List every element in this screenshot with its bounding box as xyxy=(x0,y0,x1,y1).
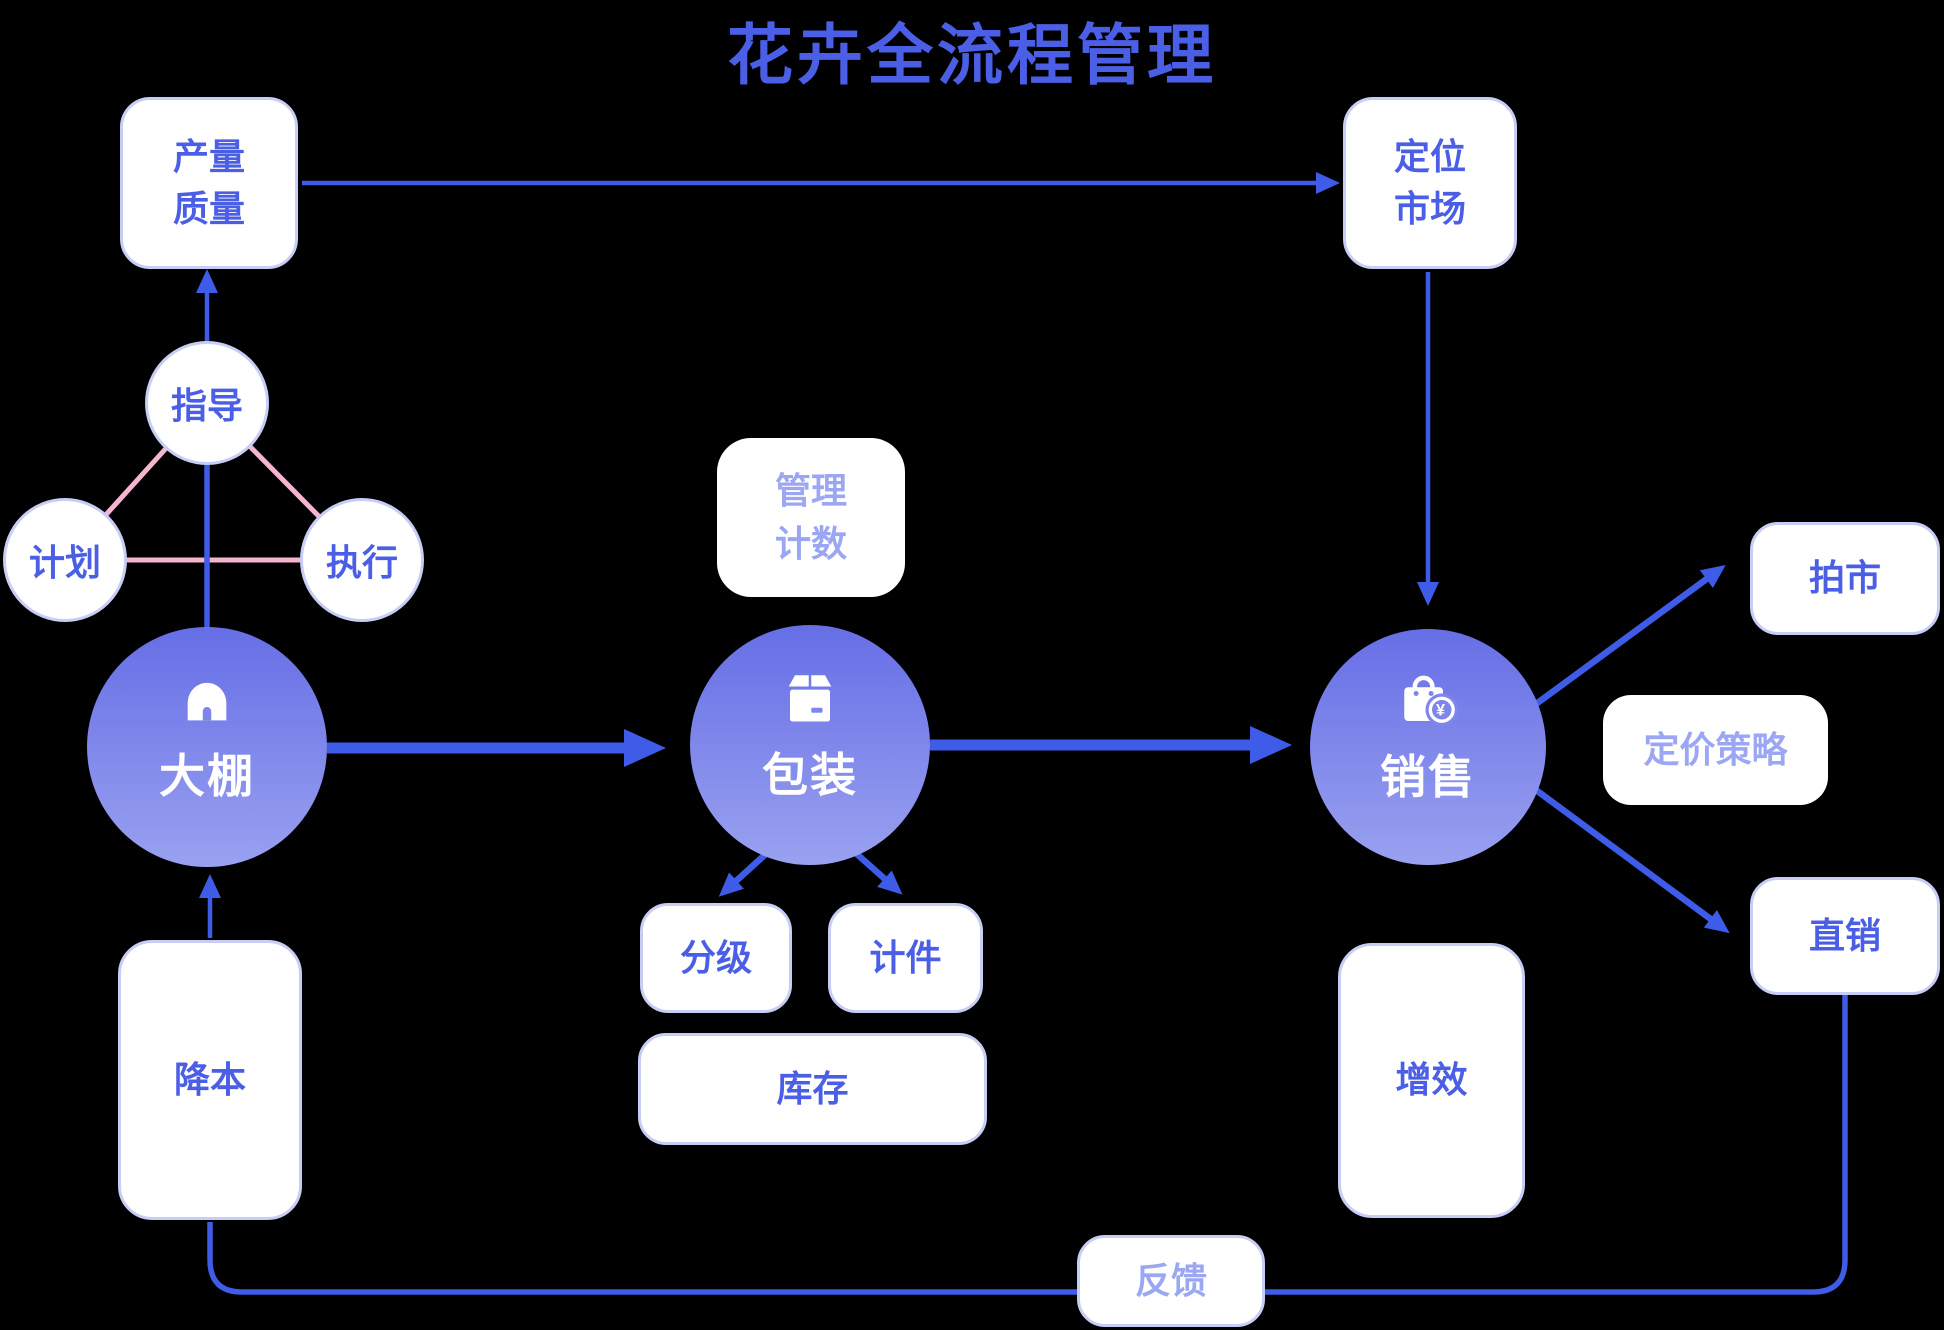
node-direct-sales: 直销 xyxy=(1750,877,1940,995)
greenhouse-icon xyxy=(178,672,236,730)
node-manage-count: 管理 计数 xyxy=(717,438,905,597)
node-execute-label: 执行 xyxy=(325,542,398,583)
node-plan: 计划 xyxy=(3,498,127,622)
node-yield-quality-line1: 产量 xyxy=(172,135,245,177)
node-packaging: 包装 xyxy=(690,625,930,865)
node-direct-sales-label: 直销 xyxy=(1808,914,1881,956)
node-grading-label: 分级 xyxy=(679,936,752,978)
node-manage-count-line2: 计数 xyxy=(774,522,847,564)
node-efficiency-gain-label: 增效 xyxy=(1395,1059,1468,1101)
node-auction-market: 拍市 xyxy=(1750,522,1940,635)
yen-symbol: ¥ xyxy=(1436,702,1448,720)
node-grading: 分级 xyxy=(640,903,792,1013)
node-packaging-label: 包装 xyxy=(762,749,858,801)
node-inventory: 库存 xyxy=(638,1033,987,1145)
node-yield-quality-line2: 质量 xyxy=(172,188,245,229)
node-execute: 执行 xyxy=(300,498,424,622)
node-yield-quality: 产量 质量 xyxy=(120,97,298,269)
node-plan-label: 计划 xyxy=(28,542,101,583)
node-auction-market-label: 拍市 xyxy=(1808,557,1881,599)
node-position-market: 定位 市场 xyxy=(1343,97,1517,269)
node-guidance: 指导 xyxy=(145,341,269,465)
node-cost-reduction: 降本 xyxy=(118,940,302,1220)
node-feedback-label: 反馈 xyxy=(1134,1259,1207,1301)
node-feedback: 反馈 xyxy=(1077,1235,1265,1327)
node-sales-label: 销售 xyxy=(1380,751,1476,803)
node-position-market-line1: 定位 xyxy=(1393,135,1466,177)
node-greenhouse: 大棚 xyxy=(87,627,327,867)
shopping-bag-icon: ¥ xyxy=(1395,671,1461,731)
node-inventory-label: 库存 xyxy=(776,1067,849,1109)
node-guidance-label: 指导 xyxy=(170,385,243,426)
node-efficiency-gain: 增效 xyxy=(1338,943,1525,1218)
node-piecework: 计件 xyxy=(828,903,983,1013)
node-sales: ¥ 销售 xyxy=(1310,629,1546,865)
package-icon xyxy=(780,669,840,729)
node-pricing-strategy: 定价策略 xyxy=(1603,695,1828,805)
diagram-title: 花卉全流程管理 xyxy=(727,18,1217,92)
arrow-sales-directsales xyxy=(1534,787,1730,934)
node-cost-reduction-label: 降本 xyxy=(173,1058,246,1100)
node-pricing-strategy-label: 定价策略 xyxy=(1643,728,1788,770)
node-piecework-label: 计件 xyxy=(869,936,942,978)
arrow-sales-auction xyxy=(1534,564,1726,707)
node-position-market-line2: 市场 xyxy=(1393,188,1466,229)
edge-feedback-loop xyxy=(207,995,1848,1295)
node-manage-count-line1: 管理 xyxy=(774,470,847,512)
node-greenhouse-label: 大棚 xyxy=(159,750,255,802)
